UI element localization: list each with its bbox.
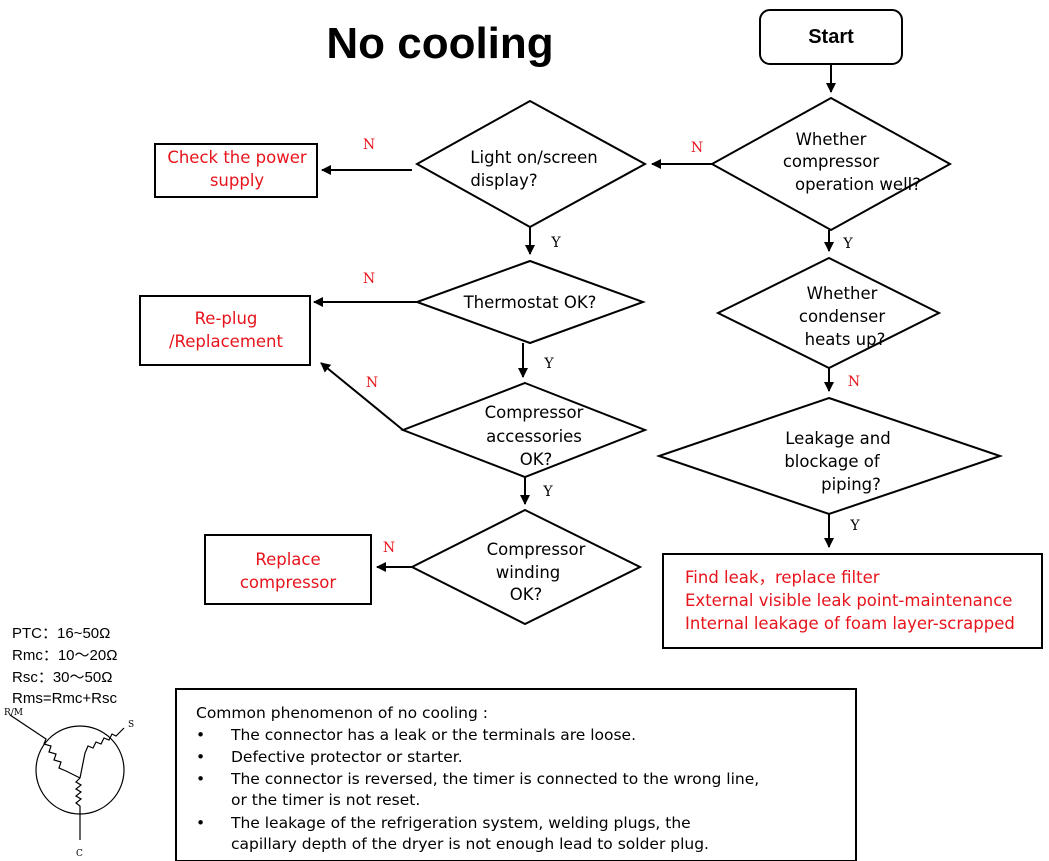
decision-thermostat-line1: Thermostat OK? [463,293,597,312]
decision-leakage-line1: Leakage and [785,429,890,448]
decision-leakage-line3: piping? [821,475,881,494]
label-n-winding-replace: N [383,540,395,556]
decision-compressor-operation-line2: compressor [783,152,880,171]
common-item-1-line1: The connector has a leak or the terminal… [230,726,636,744]
decision-condenser-line1: Whether [807,284,878,303]
terminal-rm-label: R/M [4,708,23,718]
common-bullet-1: • [196,726,205,744]
action-replace-compressor [204,534,372,605]
decision-leakage-line2: blockage of [784,452,881,471]
spec-rmc: Rmc：10～20Ω [12,647,117,664]
decision-condenser-line3: heats up? [805,330,886,349]
start-label: Start [808,26,854,48]
label-n-accessories-replug: N [366,375,378,391]
action-find-leak-line2: External visible leak point-maintenance [685,591,1012,610]
decision-compressor-operation-line1: Whether [796,130,867,149]
label-n-compressor-light: N [691,140,703,156]
spec-rms: Rms=Rmc+Rsc [12,690,118,707]
action-replace-compressor-line1: Replace [255,550,320,569]
common-item-3-line2: or the timer is not reset. [231,791,420,809]
label-n-light-power: N [363,137,375,153]
decision-accessories-line2: accessories [486,427,582,446]
decision-winding-line2: winding [496,563,561,582]
arrow-accessories-to-replug [320,362,404,431]
action-replug [139,295,311,366]
terminal-s-label: S [128,720,134,730]
decision-winding-line3: OK? [510,585,543,604]
action-check-power-line2: supply [210,171,265,190]
label-y-accessories-winding: Y [542,484,553,500]
label-y-compressor-condenser: Y [842,236,853,252]
decision-compressor-operation [709,96,953,232]
action-find-leak-line1: Find leak，replace filter [685,568,880,587]
action-find-leak [662,553,1043,649]
label-n-thermostat-replug: N [363,271,375,287]
action-replace-compressor-line2: compressor [240,573,337,592]
compressor-winding-symbol [9,714,125,840]
decision-accessories-line1: Compressor [485,403,584,422]
spec-rsc: Rsc：30～50Ω [12,669,112,686]
action-replug-line1: Re-plug [195,309,258,328]
common-bullet-4: • [196,814,205,832]
label-y-thermostat-accessories: Y [543,356,554,372]
decision-accessories-line3: OK? [520,450,553,469]
decision-compressor-operation-line3: operation well? [795,175,921,194]
decision-condenser-line2: condenser [799,307,885,326]
decision-winding [409,508,643,626]
action-check-power-line1: Check the power [167,148,307,167]
common-item-2-line1: Defective protector or starter. [231,748,463,766]
decision-light-on-line1: Light on/screen [470,148,597,167]
action-find-leak-line3: Internal leakage of foam layer-scrapped [685,614,1015,633]
common-phenomenon-box [175,688,857,861]
common-bullet-3: • [196,770,205,788]
decision-winding-line1: Compressor [487,540,586,559]
decision-light-on-line2: display? [470,171,537,190]
decision-thermostat [414,259,646,345]
common-item-3-line1: The connector is reversed, the timer is … [230,770,759,788]
common-item-4-line1: The leakage of the refrigeration system,… [230,814,691,832]
common-heading: Common phenomenon of no cooling : [196,704,488,722]
label-n-condenser-leakage: N [848,374,860,390]
action-replug-line2: /Replacement [169,332,284,351]
terminal-c-label: C [76,849,83,859]
spec-ptc: PTC：16~50Ω [12,625,110,642]
label-y-light-thermostat: Y [550,235,561,251]
action-check-power [154,143,318,198]
common-item-4-line2: capillary depth of the dryer is not enou… [231,835,709,853]
page-title: No cooling [326,19,553,68]
label-y-leakage-findleak: Y [849,518,860,534]
common-bullet-2: • [196,748,205,766]
